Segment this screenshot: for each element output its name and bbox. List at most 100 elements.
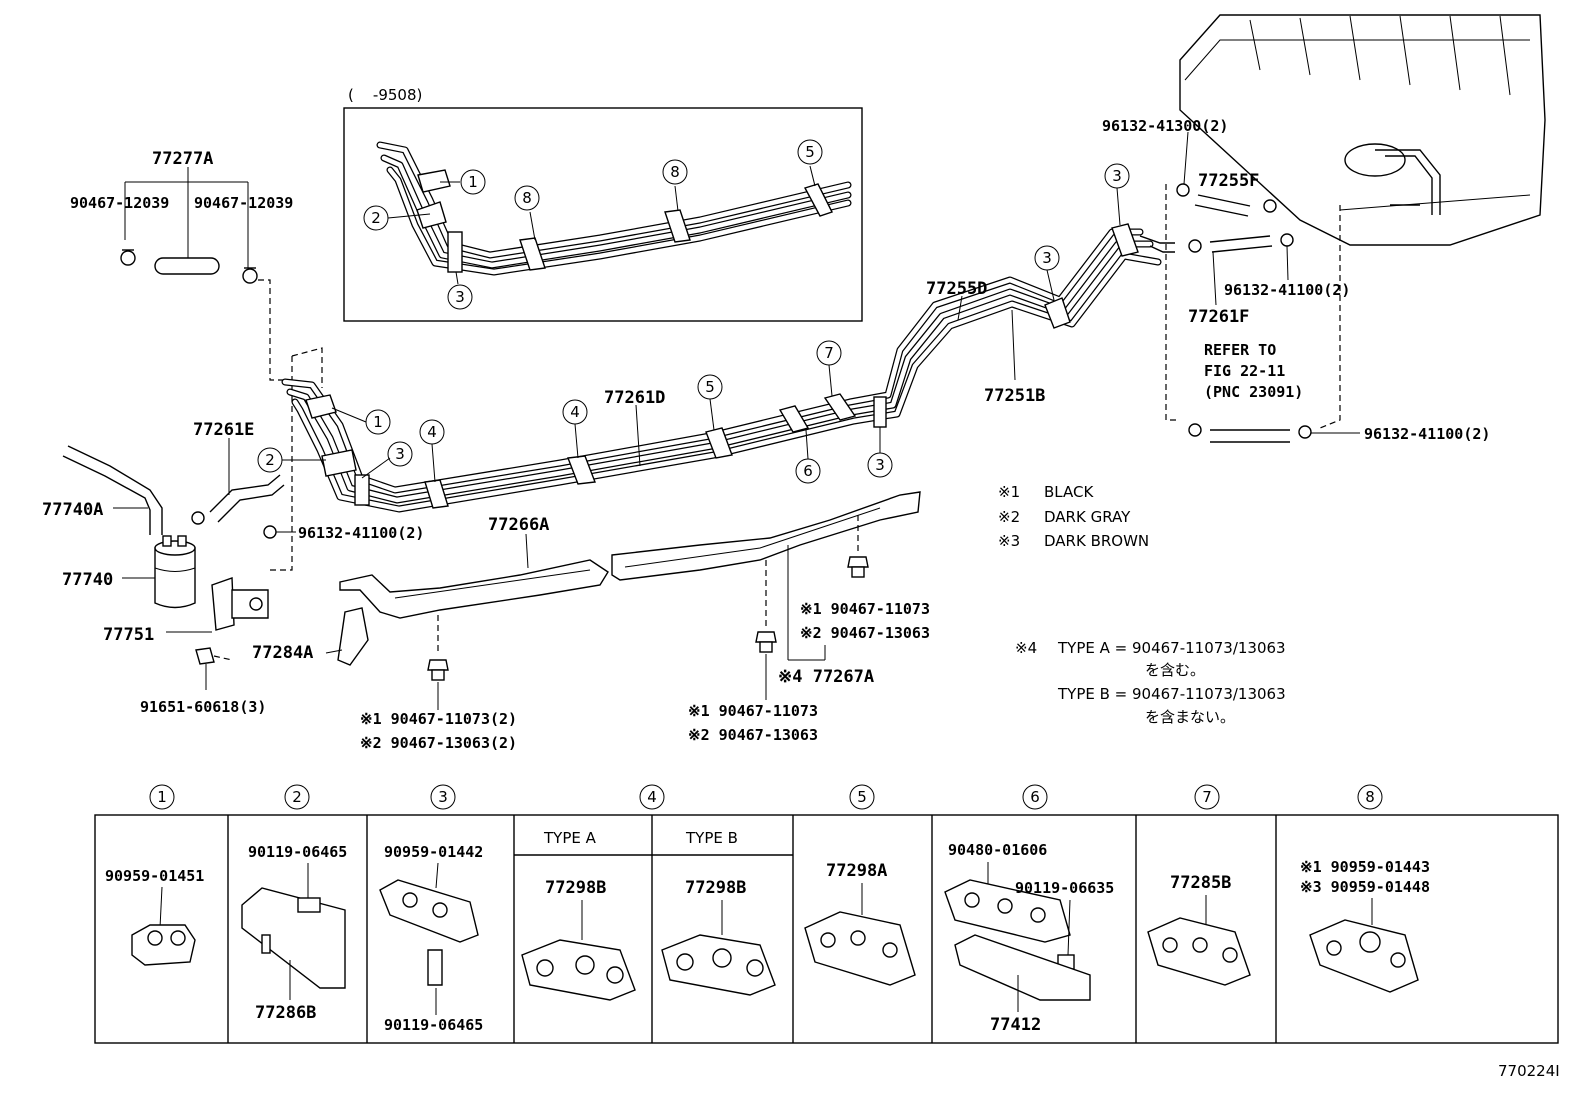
inset-circle-2: 2 — [363, 205, 389, 231]
legend-mark-3: ※3 — [998, 532, 1020, 550]
table-header-8: 8 — [1357, 784, 1383, 810]
part-callouts: 77277A 90467-12039 90467-12039 77261E 77… — [42, 117, 1490, 752]
table-header-2: 2 — [284, 784, 310, 810]
svg-text:8: 8 — [522, 189, 532, 207]
cell6-part-b: 90119-06635 — [1015, 879, 1114, 897]
fuel-tank — [1179, 14, 1546, 246]
callout-77284A: 77284A — [252, 643, 313, 663]
inset-circle-3: 3 — [447, 284, 473, 310]
table-header-5: 5 — [849, 784, 875, 810]
table-header-4: 4 — [639, 784, 665, 810]
canister — [154, 535, 196, 609]
svg-text:5: 5 — [805, 143, 815, 161]
callout-77266A: 77266A — [488, 515, 549, 535]
inset-box: ( -9508) 1 2 8 8 5 3 — [343, 86, 863, 322]
cell4b-part: 77298B — [685, 878, 746, 898]
svg-text:6: 6 — [1030, 788, 1040, 806]
callout-96132-41300: 96132-41300(2) — [1102, 117, 1228, 135]
brackets — [339, 491, 921, 710]
tank-hoses — [1165, 131, 1360, 443]
canister-area — [62, 167, 369, 690]
cell7-part: 77285B — [1170, 873, 1231, 893]
type-a-line: TYPE A = 90467-11073/13063 — [1057, 639, 1286, 657]
main-circle-labels: 1 2 3 4 4 5 7 6 3 3 3 — [257, 163, 1130, 484]
callout-77255F: 77255F — [1198, 171, 1259, 191]
cell6-part-a: 90480-01606 — [948, 841, 1047, 859]
svg-text:4: 4 — [647, 788, 657, 806]
table-header-3: 3 — [430, 784, 456, 810]
svg-text:1: 1 — [373, 413, 383, 431]
callout-77740A: 77740A — [42, 500, 103, 520]
callout-90467-12039-a: 90467-12039 — [70, 194, 169, 212]
inset-circle-8a: 8 — [514, 185, 540, 211]
legend-color-3: DARK BROWN — [1044, 532, 1149, 550]
callout-77255D: 77255D — [926, 279, 987, 299]
callout-77267A: ※4 77267A — [778, 667, 874, 687]
subheader-type-a: TYPE A — [543, 829, 597, 847]
callout-96132-41100-right-bottom: 96132-41100(2) — [1364, 425, 1490, 443]
svg-text:2: 2 — [292, 788, 302, 806]
cell8-part-a: ※1 90959-01443 — [1300, 858, 1430, 876]
cell3-part-b: 90119-06465 — [384, 1016, 483, 1034]
callout-refer-to: REFER TO — [1204, 341, 1276, 359]
type-b-line: TYPE B = 90467-11073/13063 — [1057, 685, 1286, 703]
callout-77740: 77740 — [62, 570, 113, 590]
type-b-jp: を含まない。 — [1145, 708, 1235, 726]
inset-range-label: ( -9508) — [348, 86, 422, 104]
svg-text:7: 7 — [824, 344, 834, 362]
main-fuel-tubes — [281, 223, 1175, 513]
legend-color-2: DARK GRAY — [1044, 508, 1131, 526]
callout-90467-12039-b: 90467-12039 — [194, 194, 293, 212]
callout-90467-13063-right: ※2 90467-13063 — [800, 624, 930, 642]
cell2-part-a: 90119-06465 — [248, 843, 347, 861]
legend-color-1: BLACK — [1044, 483, 1094, 501]
callout-90467-11073-2: ※1 90467-11073(2) — [360, 710, 517, 728]
callout-90467-11073-mid: ※1 90467-11073 — [688, 702, 818, 720]
svg-text:3: 3 — [395, 445, 405, 463]
svg-text:8: 8 — [1365, 788, 1375, 806]
callout-77751: 77751 — [103, 625, 154, 645]
type-a-jp: を含む。 — [1145, 661, 1205, 679]
svg-text:1: 1 — [468, 173, 478, 191]
callout-77251B: 77251B — [984, 386, 1045, 406]
svg-text:1: 1 — [157, 788, 167, 806]
cell6-part-c: 77412 — [990, 1015, 1041, 1035]
table-header-7: 7 — [1194, 784, 1220, 810]
inset-circle-5: 5 — [797, 139, 823, 165]
callout-96132-41100-left: 96132-41100(2) — [298, 524, 424, 542]
svg-text:3: 3 — [1042, 249, 1052, 267]
callout-77261D: 77261D — [604, 388, 665, 408]
subheader-type-b: TYPE B — [685, 829, 738, 847]
inset-circle-8b: 8 — [662, 159, 688, 185]
callout-90467-11073-right: ※1 90467-11073 — [800, 600, 930, 618]
inset-circle-1: 1 — [460, 169, 486, 195]
callout-90467-13063-mid: ※2 90467-13063 — [688, 726, 818, 744]
callout-90467-13063-2: ※2 90467-13063(2) — [360, 734, 517, 752]
svg-text:8: 8 — [670, 163, 680, 181]
table-header-6: 6 — [1022, 784, 1048, 810]
color-legend: ※1 BLACK ※2 DARK GRAY ※3 DARK BROWN — [998, 483, 1149, 550]
svg-text:3: 3 — [875, 456, 885, 474]
legend-mark-1: ※1 — [998, 483, 1020, 501]
clamp-table: 1 2 3 4 5 6 7 8 TYPE A TYPE B 90959-0145… — [94, 784, 1559, 1044]
svg-text:3: 3 — [438, 788, 448, 806]
callout-77261F: 77261F — [1188, 307, 1249, 327]
callout-96132-41100-right-top: 96132-41100(2) — [1224, 281, 1350, 299]
svg-text:2: 2 — [265, 451, 275, 469]
cell1-part: 90959-01451 — [105, 867, 204, 885]
cell2-part-b: 77286B — [255, 1003, 316, 1023]
cell4a-part: 77298B — [545, 878, 606, 898]
svg-text:3: 3 — [455, 288, 465, 306]
cell8-part-b: ※3 90959-01448 — [1300, 878, 1430, 896]
type-note-mark: ※4 — [1015, 639, 1037, 657]
cell3-part-a: 90959-01442 — [384, 843, 483, 861]
callout-77261E: 77261E — [193, 420, 254, 440]
cell5-part: 77298A — [826, 861, 887, 881]
callout-91651-60618: 91651-60618(3) — [140, 698, 266, 716]
figure-id: 770224I — [1498, 1062, 1560, 1080]
callout-pnc-23091: (PNC 23091) — [1204, 383, 1303, 401]
svg-text:5: 5 — [705, 378, 715, 396]
type-note: ※4 TYPE A = 90467-11073/13063 を含む。 TYPE … — [1015, 639, 1286, 726]
svg-text:3: 3 — [1112, 167, 1122, 185]
